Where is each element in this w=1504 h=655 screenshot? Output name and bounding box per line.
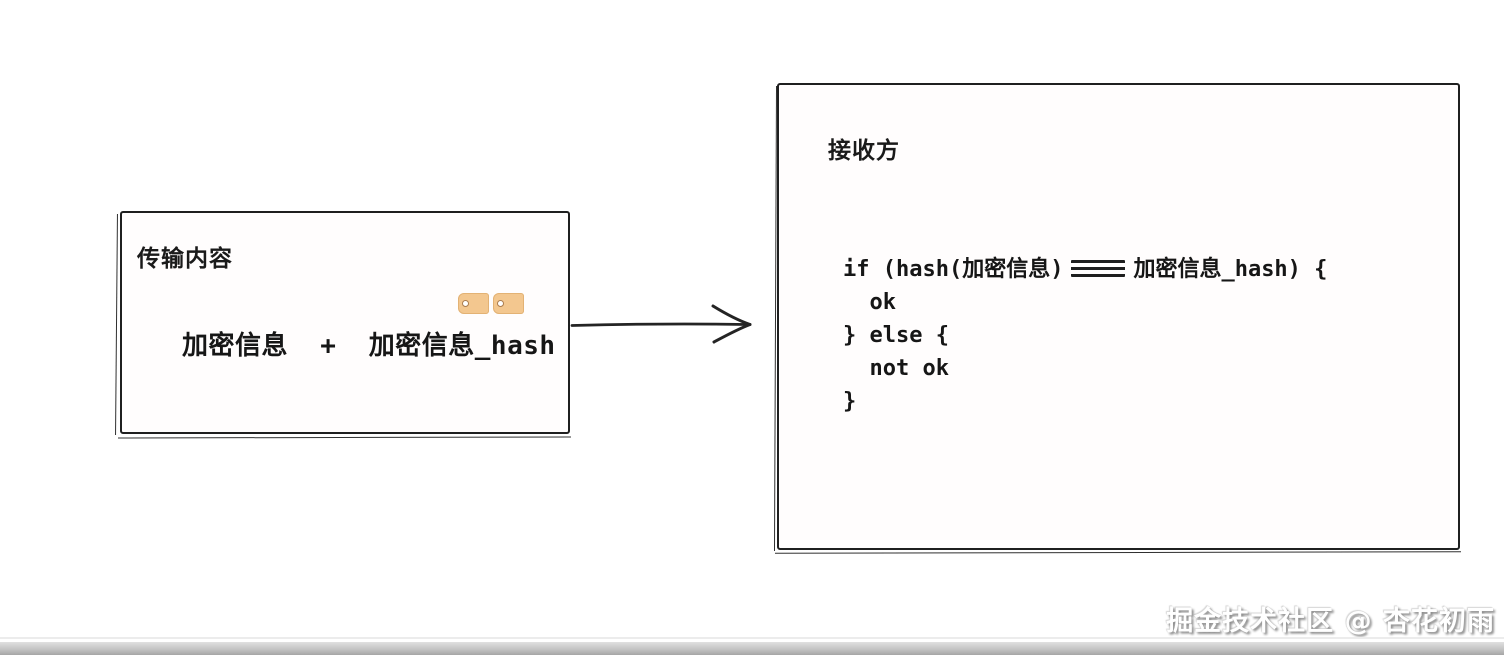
transmission-box: 传输内容 加密信息 + 加密信息_hash [120,211,570,434]
watermark-text: 掘金技术社区 @ 杏花初雨 [1166,606,1495,637]
code-line: not ok [843,356,949,381]
receiver-box: 接收方 if (hash(加密信息)加密信息_hash) { ok } else … [777,83,1460,550]
receiver-box-title: 接收方 [828,138,900,164]
code-line: } else { [843,323,949,348]
bottom-progress-bar [0,642,1504,655]
tag-icon [493,293,524,314]
transmission-box-title: 传输内容 [137,246,233,272]
strict-equals-icon [1071,260,1126,277]
arrow-right-icon [570,304,752,344]
tag-icon [458,293,489,314]
payload-text: 加密信息 + 加密信息_hash [182,331,556,361]
code-block: if (hash(加密信息)加密信息_hash) { ok } else { no… [843,253,1327,418]
code-line: } [843,389,857,414]
bottom-hairline [0,637,1504,639]
code-line: if (hash(加密信息)加密信息_hash) { [843,257,1328,282]
code-line: ok [843,290,896,315]
tag-icons-row [458,293,524,314]
